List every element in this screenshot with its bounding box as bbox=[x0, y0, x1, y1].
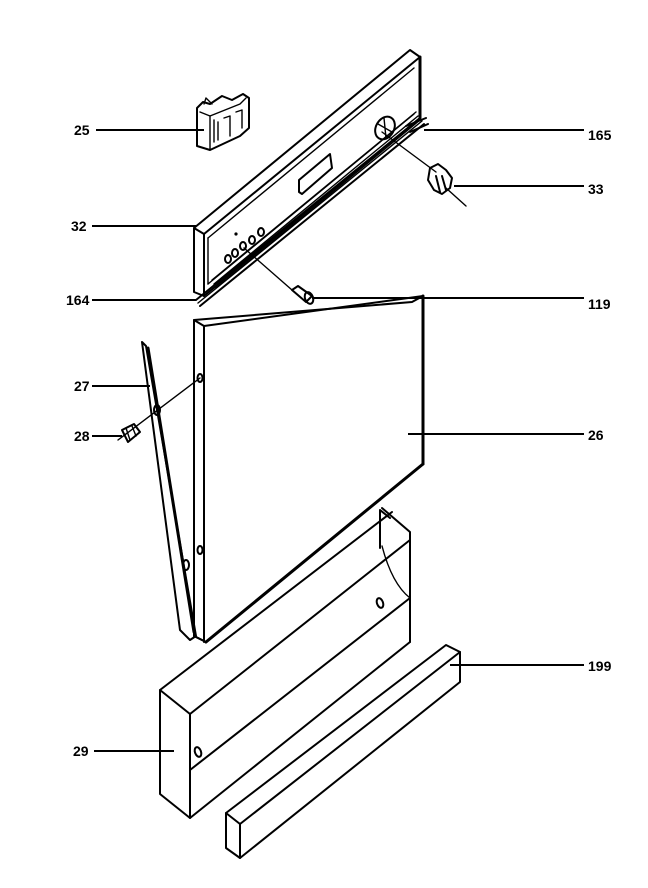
side-trim-part bbox=[141, 341, 197, 641]
callout-28: 28 bbox=[74, 428, 90, 444]
callout-labels: 25 32 164 27 28 29 165 33 119 26 199 bbox=[66, 122, 612, 759]
callout-164: 164 bbox=[66, 292, 90, 308]
kick-plate-part bbox=[159, 507, 411, 819]
door-latch-part bbox=[196, 93, 250, 151]
panel-trim-strip-part bbox=[195, 117, 425, 307]
callout-32: 32 bbox=[71, 218, 87, 234]
panel-seal-part bbox=[405, 117, 429, 133]
outer-door-panel-part bbox=[193, 294, 425, 644]
callout-27: 27 bbox=[74, 378, 90, 394]
callout-29: 29 bbox=[73, 743, 89, 759]
control-panel-part bbox=[193, 49, 422, 297]
leader-lines bbox=[92, 129, 584, 752]
push-button-part bbox=[243, 247, 315, 305]
callout-199: 199 bbox=[588, 658, 612, 674]
knob-part bbox=[381, 131, 467, 207]
callout-165: 165 bbox=[588, 127, 612, 143]
callout-119: 119 bbox=[588, 296, 611, 312]
callout-25: 25 bbox=[74, 122, 90, 138]
toe-strip-part bbox=[225, 644, 461, 859]
callout-26: 26 bbox=[588, 427, 604, 443]
callout-33: 33 bbox=[588, 181, 604, 197]
screw-part bbox=[117, 377, 201, 443]
